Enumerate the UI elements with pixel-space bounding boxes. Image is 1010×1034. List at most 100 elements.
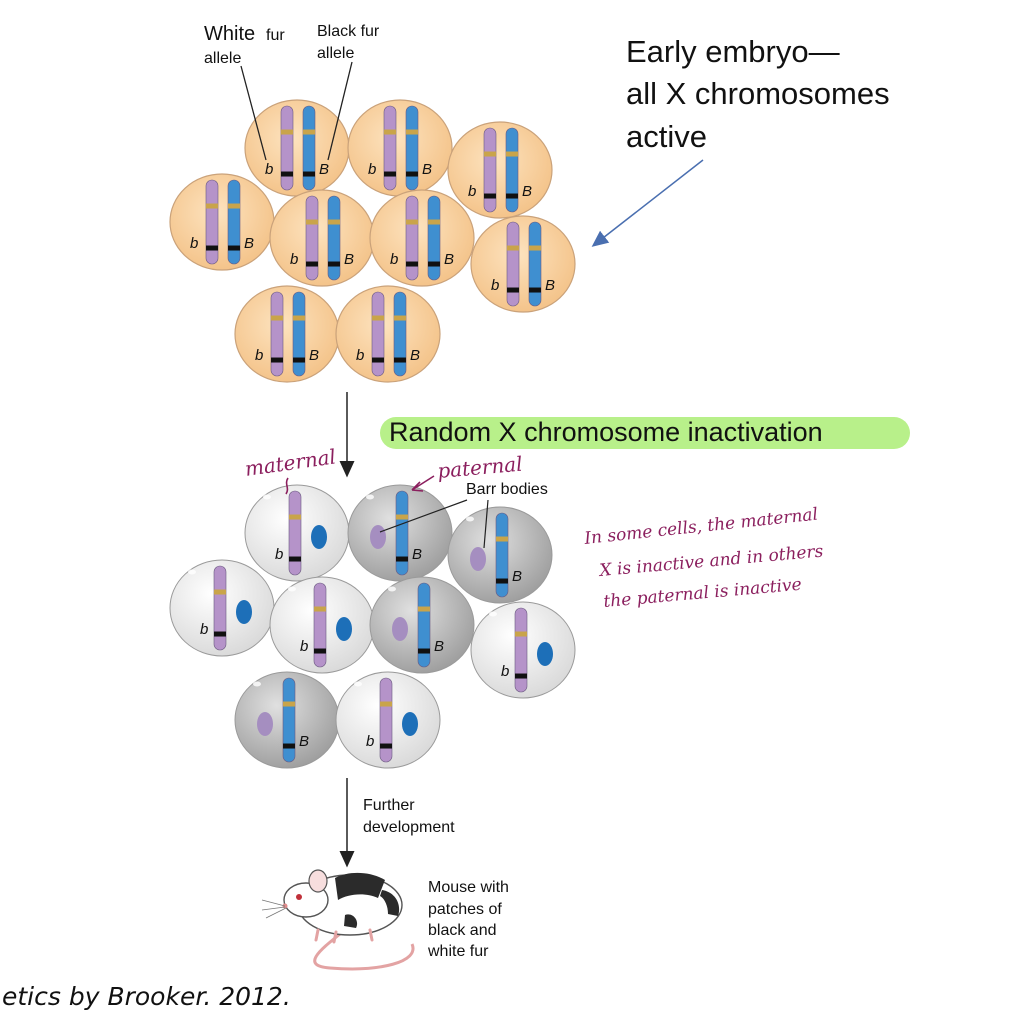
mouse-black-patch-1 [335, 872, 385, 900]
black-allele-B: B [522, 183, 532, 200]
maternal-x-chromosome [483, 127, 497, 213]
cell-paternal-active: B [347, 484, 453, 582]
early-embryo-subtitle-2: active [626, 119, 707, 154]
white-allele-b: b [390, 251, 398, 268]
barr-body [392, 617, 408, 641]
maternal-x-chromosome [383, 105, 397, 191]
handwritten-note-line-1: In some cells, the maternal [582, 505, 818, 550]
white-allele-label-allele: allele [204, 50, 241, 67]
black-allele-label-allele: allele [317, 45, 354, 62]
cell-maternal-active: b [470, 601, 576, 699]
early-embryo-title: Early embryo— [626, 34, 840, 69]
inactivation-heading: Random X chromosome inactivation [389, 417, 823, 447]
mouse-caption-3: black and [428, 922, 497, 939]
black-allele-B: B [545, 277, 555, 294]
active-maternal-x [514, 607, 528, 693]
mouse-caption-4: white fur [427, 943, 489, 960]
mouse-ear [308, 869, 328, 893]
paternal-x-chromosome [292, 291, 306, 377]
black-allele-B: B [512, 568, 522, 585]
maternal-annotation: maternal [243, 444, 337, 481]
cell-maternal-active: b [335, 671, 441, 769]
cell-paternal-active: B [369, 576, 475, 674]
white-allele-b: b [368, 161, 376, 178]
white-allele-b: b [290, 251, 298, 268]
paternal-x-chromosome [505, 127, 519, 213]
cell-paternal-active: B [447, 506, 553, 604]
cell-paternal-active: B [234, 671, 340, 769]
mouse-caption-2: patches of [428, 901, 502, 918]
black-allele-B: B [244, 235, 254, 252]
paternal-x-chromosome [405, 105, 419, 191]
active-paternal-x [417, 582, 431, 668]
black-allele-B: B [299, 733, 309, 750]
paternal-annotation-arrow [411, 475, 435, 492]
white-allele-b: b [275, 546, 283, 563]
mouse-whiskers [261, 899, 287, 919]
citation: etics by Brooker. 2012. [2, 982, 291, 1011]
mouse-black-patch-2 [380, 890, 400, 916]
white-allele-b: b [190, 235, 198, 252]
paternal-x-chromosome [427, 195, 441, 281]
maternal-x-chromosome [405, 195, 419, 281]
maternal-annotation-arrow [285, 477, 289, 495]
paternal-x-chromosome [393, 291, 407, 377]
barr-body [257, 712, 273, 736]
barr-body [470, 547, 486, 571]
paternal-x-chromosome [327, 195, 341, 281]
mouse-caption-1: Mouse with [428, 879, 509, 896]
white-allele-label: White [204, 23, 255, 45]
black-allele-B: B [410, 347, 420, 364]
white-allele-pointer [240, 65, 267, 161]
white-allele-b: b [255, 347, 263, 364]
cell-maternal-active: b [244, 484, 350, 582]
white-allele-b: b [501, 663, 509, 680]
maternal-x-chromosome [270, 291, 284, 377]
active-paternal-x [395, 490, 409, 576]
white-allele-label-fur: fur [266, 27, 285, 44]
white-allele-b: b [300, 638, 308, 655]
barr-body [236, 600, 252, 624]
handwritten-note-line-3: the paternal is inactive [603, 575, 803, 612]
white-allele-b: b [200, 621, 208, 638]
mouse-illustration [261, 869, 415, 971]
black-allele-B: B [309, 347, 319, 364]
barr-body-pointer-1 [379, 499, 468, 533]
active-maternal-x [213, 565, 227, 651]
white-allele-b: b [491, 277, 499, 294]
mouse-tail [313, 932, 415, 971]
cell-maternal-active: b [169, 559, 275, 657]
white-allele-b: b [366, 733, 374, 750]
maternal-x-chromosome [371, 291, 385, 377]
cell-maternal-active: b [269, 576, 375, 674]
active-maternal-x [379, 677, 393, 763]
mouse-eye [296, 894, 302, 900]
further-development-label: Further [363, 797, 415, 814]
paternal-x-chromosome [227, 179, 241, 265]
maternal-x-chromosome [280, 105, 294, 191]
embryo-pointer-arrow [591, 159, 704, 247]
maternal-x-chromosome [205, 179, 219, 265]
barr-body [402, 712, 418, 736]
white-allele-b: b [265, 161, 273, 178]
barr-bodies-label: Barr bodies [466, 481, 548, 498]
paternal-x-chromosome [302, 105, 316, 191]
paternal-annotation: paternal [436, 452, 523, 483]
active-paternal-x [282, 677, 296, 763]
barr-body [336, 617, 352, 641]
black-allele-B: B [422, 161, 432, 178]
black-allele-B: B [344, 251, 354, 268]
black-allele-B: B [434, 638, 444, 655]
active-maternal-x [288, 490, 302, 576]
black-allele-B: B [412, 546, 422, 563]
active-maternal-x [313, 582, 327, 668]
